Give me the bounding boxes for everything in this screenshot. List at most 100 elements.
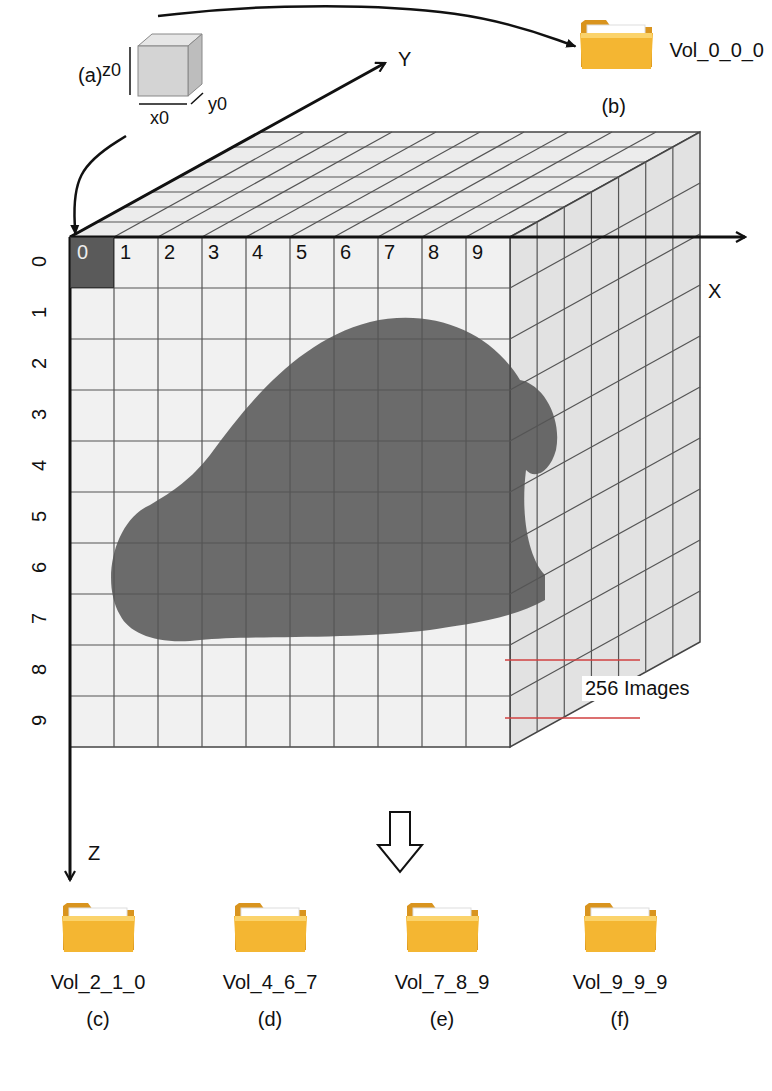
folder-name: Vol_9_9_9 (573, 971, 668, 994)
grid-line (233, 146, 673, 147)
folder-front (584, 916, 657, 952)
folder-front (234, 916, 307, 952)
grid-line (510, 285, 700, 390)
z-axis (69, 237, 72, 880)
dimension-label: x0 (150, 108, 169, 129)
dimension-line (191, 93, 203, 104)
folder-node: Vol_4_6_7 (d) (190, 898, 350, 1031)
folder-highlight (585, 916, 656, 921)
grid-line (70, 593, 510, 594)
folder-node: Vol_0_0_0 (b) (579, 15, 768, 127)
grid-line (510, 489, 700, 594)
grid-line (70, 440, 510, 441)
dimension-label: y0 (208, 94, 227, 115)
slice-marker (505, 659, 640, 661)
folder-front (406, 916, 479, 952)
grid-index: 2 (28, 358, 51, 369)
grid-line (179, 176, 619, 177)
folder-highlight (407, 916, 478, 921)
grid-line (70, 542, 510, 543)
folder-front (62, 916, 135, 952)
grid-line (510, 438, 700, 543)
folder-name: Vol_2_1_0 (51, 971, 146, 994)
folder-node: Vol_7_8_9 (e) (362, 898, 522, 1031)
grid-line (466, 132, 656, 237)
folder-name: Vol_0_0_0 (669, 39, 764, 62)
slice-count-label: 256 Images (582, 676, 693, 701)
folder-front (580, 33, 653, 69)
y-axis (70, 63, 385, 237)
folder-highlight (63, 916, 134, 921)
grid-line (422, 132, 612, 237)
grid-index: 6 (340, 241, 351, 264)
grid-index: 4 (28, 460, 51, 471)
grid-index: 5 (296, 241, 307, 264)
x-axis (70, 236, 745, 239)
folder-name: Vol_4_6_7 (223, 971, 318, 994)
grid-line (70, 644, 510, 645)
grid-index: 9 (472, 241, 483, 264)
grid-index: 3 (208, 241, 219, 264)
curved-arrow (74, 136, 126, 234)
panel-letter: (f) (611, 1008, 630, 1031)
panel-letter: (b) (601, 95, 625, 118)
folder-highlight (581, 33, 652, 38)
folder-icon (583, 898, 658, 953)
grid-cube (70, 132, 700, 747)
grid-index: 8 (428, 241, 439, 264)
grid-index: 5 (28, 511, 51, 522)
grid-line (70, 287, 510, 288)
grid-line (70, 491, 510, 492)
folder-icon (405, 898, 480, 953)
grid-index: 1 (120, 241, 131, 264)
grid-line (151, 191, 591, 192)
grid-index: 4 (252, 241, 263, 264)
grid-index: 2 (164, 241, 175, 264)
grid-line (510, 234, 700, 339)
folder-icon (579, 15, 654, 70)
cube-front-face (70, 237, 510, 747)
grid-line (510, 336, 700, 441)
hollow-arrow (378, 812, 422, 872)
folder-node: Vol_9_9_9 (f) (540, 898, 700, 1031)
panel-letter: (e) (430, 1008, 454, 1031)
dimension-label: z0 (102, 60, 121, 81)
grid-index: 7 (28, 613, 51, 624)
axis-label: X (708, 280, 721, 303)
grid-index: 9 (28, 715, 51, 726)
folder-icon (233, 898, 308, 953)
dimension-line (129, 47, 131, 95)
panel-letter: (c) (86, 1008, 109, 1031)
cube-node: (a)z0 y0 x0 (78, 16, 238, 136)
grid-line (124, 206, 564, 207)
grid-line (510, 540, 700, 645)
grid-line (70, 389, 510, 390)
grid-index: 7 (384, 241, 395, 264)
axis-label: Z (88, 842, 100, 865)
cube-side (188, 34, 202, 96)
grid-line (70, 695, 510, 696)
grid-index: 3 (28, 409, 51, 420)
slice-marker (505, 717, 640, 719)
folder-name: Vol_7_8_9 (395, 971, 490, 994)
curved-arrow (158, 6, 575, 46)
grid-index: 0 (28, 256, 51, 267)
grid-index: 6 (28, 562, 51, 573)
grid-line (510, 387, 700, 492)
folder-node: Vol_2_1_0 (c) (18, 898, 178, 1031)
panel-letter: (d) (258, 1008, 282, 1031)
grid-line (206, 161, 646, 162)
axis-label: Y (398, 48, 411, 71)
grid-line (70, 338, 510, 339)
folder-highlight (235, 916, 306, 921)
grid-line (378, 132, 568, 237)
grid-cell: 0 (70, 237, 114, 288)
grid-index: 8 (28, 664, 51, 675)
folder-icon (61, 898, 136, 953)
panel-letter: (a) (78, 64, 102, 87)
grid-index: 0 (77, 241, 107, 264)
grid-line (97, 221, 537, 222)
grid-lines (70, 132, 700, 747)
grid-index: 1 (28, 307, 51, 318)
dimension-line (139, 103, 187, 105)
